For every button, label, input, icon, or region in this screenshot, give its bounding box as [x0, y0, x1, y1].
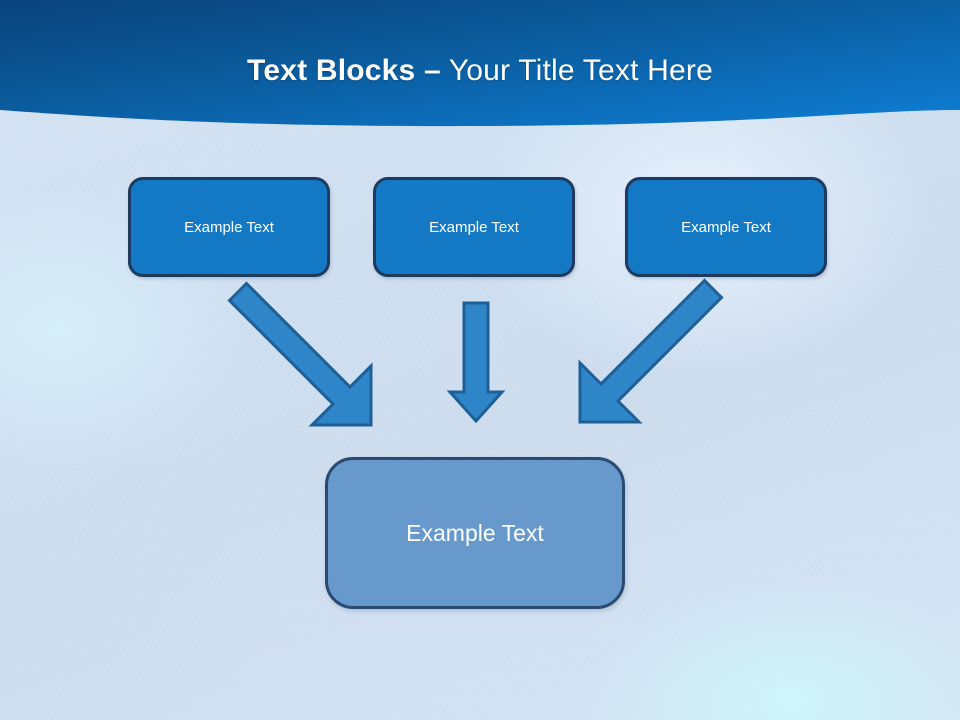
text-block-3-label: Example Text	[681, 218, 771, 236]
text-block-2-label: Example Text	[429, 218, 519, 236]
header-wave-shape	[0, 0, 960, 127]
page-title: Text Blocks – Your Title Text Here	[0, 52, 960, 90]
text-block-result[interactable]: Example Text	[325, 457, 625, 609]
page-title-bold: Text Blocks –	[247, 54, 441, 87]
header-banner	[0, 0, 960, 135]
text-block-result-label: Example Text	[406, 519, 544, 546]
text-block-2[interactable]: Example Text	[373, 177, 575, 277]
page-title-regular: Your Title Text Here	[440, 54, 713, 87]
text-block-1-label: Example Text	[184, 218, 274, 236]
text-block-1[interactable]: Example Text	[128, 177, 330, 277]
text-block-3[interactable]: Example Text	[625, 177, 827, 277]
